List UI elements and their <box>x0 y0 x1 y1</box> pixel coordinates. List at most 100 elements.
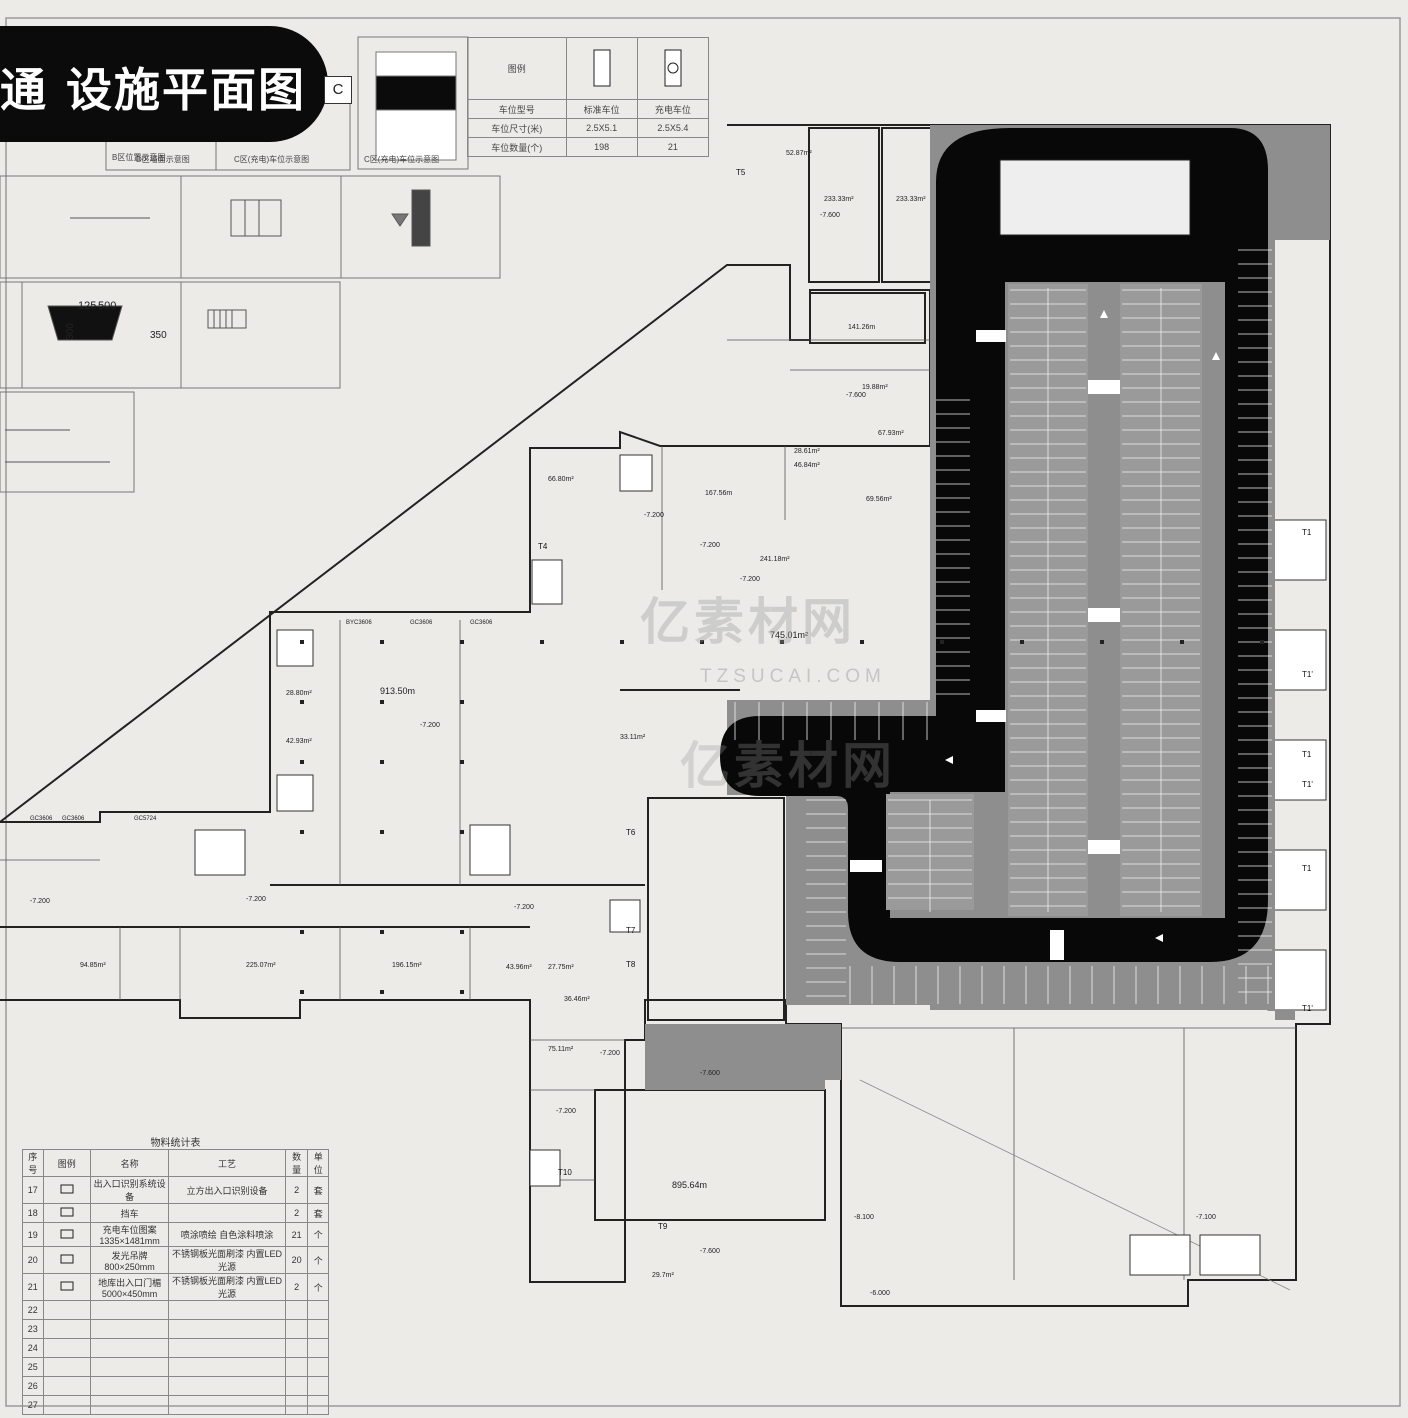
room-area-label: 225.07m² <box>246 962 276 969</box>
column-mark <box>300 760 304 764</box>
level-marker: -7.600 <box>700 1070 720 1077</box>
table-cell: 19 <box>22 1222 44 1247</box>
level-marker: -7.200 <box>600 1050 620 1057</box>
sheet-caption: C区(充电)车位示意图 <box>364 155 440 164</box>
table-row: 25 <box>22 1357 329 1377</box>
watermark-text-2: 亿素材网 <box>680 737 896 795</box>
structural-columns <box>300 640 1264 994</box>
table-cell <box>307 1319 329 1339</box>
table-cell <box>168 1357 286 1377</box>
level-marker: -7.200 <box>556 1108 576 1115</box>
table-cell: 套 <box>307 1176 329 1204</box>
column-mark <box>380 930 384 934</box>
legend-cell: 198 <box>565 137 638 157</box>
core-tag: T7 <box>626 926 636 935</box>
column-mark <box>1260 640 1264 644</box>
material-icon <box>42 1338 92 1358</box>
legend-row-label: 车位尺寸(米) <box>467 118 567 138</box>
level-marker: -7.200 <box>246 896 266 903</box>
table-cell: 充电车位图案 1335×1481mm <box>89 1222 170 1247</box>
legend-row-label: 车位数量(个) <box>467 137 567 157</box>
room-area-label: 67.93m² <box>878 430 904 437</box>
table-cell: 发光吊牌 800×250mm <box>89 1246 170 1274</box>
sheet-caption: B区位置示意图 <box>112 153 166 162</box>
table-cell: 不锈钢板光面刷漆 内置LED光源 <box>168 1246 286 1274</box>
table-cell: 18 <box>22 1203 44 1223</box>
table-cell: 25 <box>22 1357 44 1377</box>
dimension-label: 350 <box>150 330 167 341</box>
room-area-label: 36.46m² <box>564 996 590 1003</box>
level-marker: -7.600 <box>700 1248 720 1255</box>
col-header: 工艺 <box>168 1149 286 1177</box>
material-icon <box>42 1222 92 1247</box>
table-cell: 2 <box>284 1203 309 1223</box>
table-cell <box>284 1319 309 1339</box>
room-area-label: 42.93m² <box>286 738 312 745</box>
room-area-label: 43.96m² <box>506 964 532 971</box>
table-cell <box>307 1338 329 1358</box>
table-cell: 21 <box>22 1273 44 1301</box>
table-cell <box>307 1376 329 1396</box>
table-cell <box>89 1338 170 1358</box>
table-cell: 21 <box>284 1222 309 1247</box>
window-tag: BYC3606 <box>346 620 372 626</box>
table-cell: 立方出入口识别设备 <box>168 1176 286 1204</box>
core-tag: T1 <box>1302 528 1312 537</box>
table-cell: 24 <box>22 1338 44 1358</box>
column-mark <box>380 760 384 764</box>
column-mark <box>540 640 544 644</box>
core-tag: T10 <box>558 1168 572 1177</box>
room-area-label: 141.26m <box>848 324 876 331</box>
window-tag: GC3606 <box>62 816 85 822</box>
level-marker: -7.200 <box>514 904 534 911</box>
standard-stall-icon <box>565 37 638 100</box>
table-row: 23 <box>22 1319 329 1339</box>
room-area-label: 29.7m² <box>652 1272 674 1279</box>
watermark-text: 亿素材网 <box>640 593 856 651</box>
room-area-label: 28.61m² <box>794 448 820 455</box>
table-row: 22 <box>22 1300 329 1320</box>
table-cell <box>168 1338 286 1358</box>
table-cell <box>168 1203 286 1223</box>
window-tag: GC3606 <box>470 620 493 626</box>
table-cell: 27 <box>22 1395 44 1415</box>
material-icon <box>42 1273 92 1301</box>
table-cell <box>168 1376 286 1396</box>
column-mark <box>460 700 464 704</box>
table-cell: 2 <box>284 1176 309 1204</box>
window-tag: GC3606 <box>410 620 433 626</box>
room-area-label: 913.50m <box>380 686 416 696</box>
room-area-label: 167.56m <box>705 490 733 497</box>
building-walls <box>0 124 1331 1307</box>
window-tag: GC5724 <box>134 816 157 822</box>
core-tag: T8 <box>626 960 636 969</box>
table-cell: 挡车 <box>89 1203 170 1223</box>
column-mark <box>1180 640 1184 644</box>
room-area-label: 233.33m² <box>896 196 926 203</box>
col-header: 名称 <box>89 1149 170 1177</box>
legend-header: 图例 <box>467 37 567 100</box>
level-marker: -7.200 <box>420 722 440 729</box>
column-mark <box>300 640 304 644</box>
room-area-label: 94.85m² <box>80 962 106 969</box>
core-tag: T1 <box>1302 750 1312 759</box>
room-area-label: 33.11m² <box>620 734 646 741</box>
legend-cell: 2.5X5.4 <box>636 118 710 138</box>
column-mark <box>380 830 384 834</box>
dimension-label: 500 <box>98 300 117 312</box>
room-area-label: 745.01m² <box>770 630 809 640</box>
legend-cell: 标准车位 <box>565 99 638 119</box>
table-cell <box>307 1395 329 1415</box>
table-cell: 26 <box>22 1376 44 1396</box>
table-cell: 套 <box>307 1203 329 1223</box>
charging-stall-icon <box>636 37 710 100</box>
column-mark <box>380 640 384 644</box>
column-mark <box>300 830 304 834</box>
room-area-label: 75.11m² <box>548 1046 574 1053</box>
detail-drawings <box>5 189 431 463</box>
